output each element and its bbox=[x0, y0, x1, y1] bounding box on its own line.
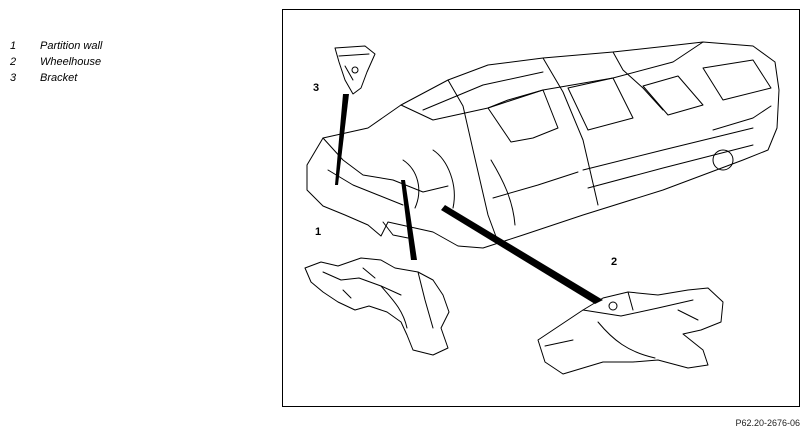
partition-wall-part-icon bbox=[304, 257, 450, 356]
exploded-view-drawing bbox=[304, 41, 780, 375]
bracket-arrow bbox=[335, 94, 349, 185]
legend-number: 2 bbox=[10, 56, 17, 68]
legend-label: Wheelhouse bbox=[40, 56, 102, 68]
legend-label: Bracket bbox=[40, 72, 78, 84]
legend-item: 1 Partition wall bbox=[10, 38, 102, 54]
legend-item: 2 Wheelhouse bbox=[10, 54, 102, 70]
callout-bracket: 3 bbox=[313, 82, 320, 94]
legend-label: Partition wall bbox=[40, 40, 103, 52]
parts-legend: 1 Partition wall 2 Wheelhouse 3 Bracket bbox=[10, 38, 102, 86]
wheelhouse-arrow bbox=[441, 205, 603, 304]
legend-number: 1 bbox=[10, 40, 17, 52]
callout-partition-wall: 1 bbox=[315, 226, 322, 238]
legend-item: 3 Bracket bbox=[10, 70, 102, 86]
legend-number: 3 bbox=[10, 72, 17, 84]
partition-wall-arrow bbox=[401, 180, 417, 260]
callout-wheelhouse: 2 bbox=[611, 256, 618, 268]
bracket-part-icon bbox=[334, 45, 376, 95]
wheelhouse-part-icon bbox=[537, 287, 724, 375]
car-body-shell-icon bbox=[306, 41, 780, 249]
figure-code: P62.20-2676-06 bbox=[735, 418, 800, 428]
diagram-frame: 3 1 2 bbox=[282, 9, 800, 407]
